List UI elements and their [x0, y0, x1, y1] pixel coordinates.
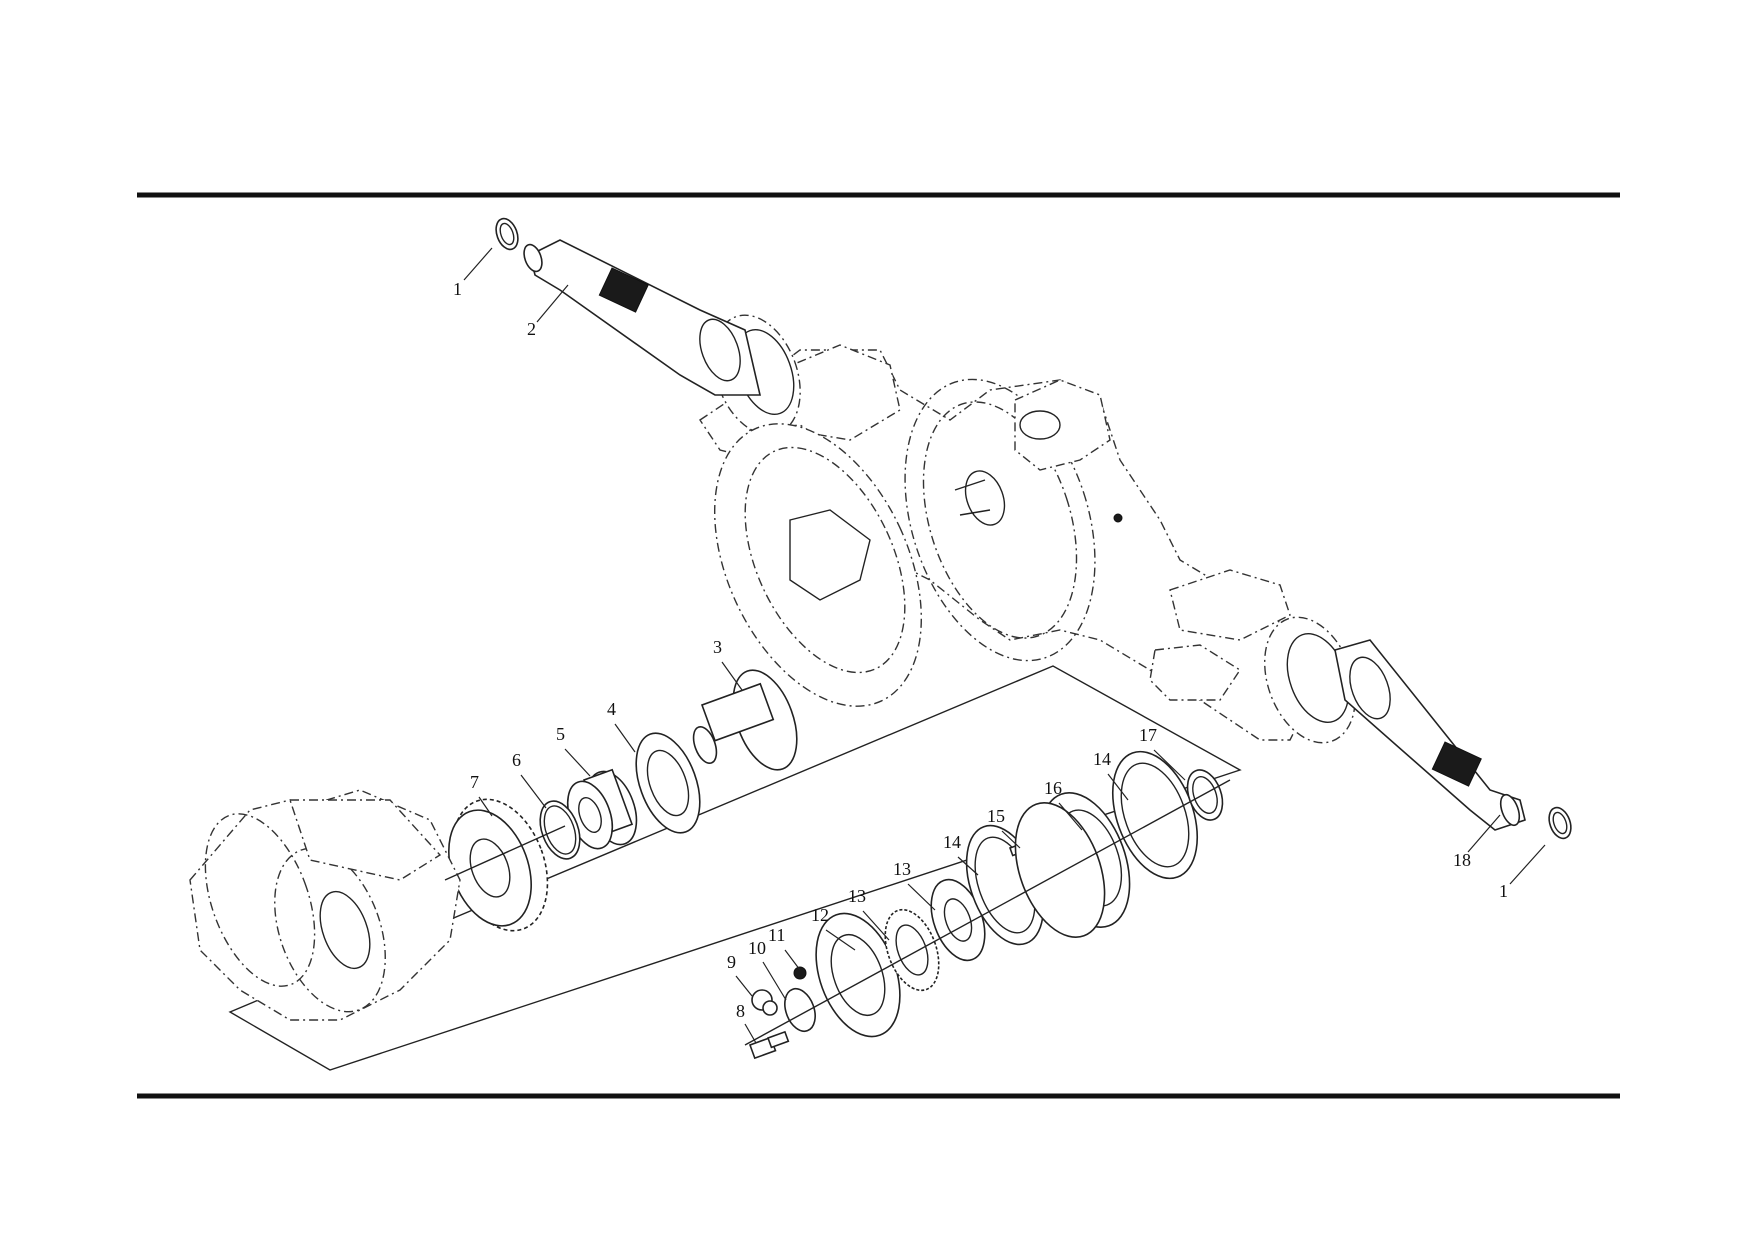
callout-label: 9 — [727, 952, 736, 972]
transfer-case — [189, 789, 461, 1021]
callout-leader — [463, 247, 493, 281]
right-axle-shaft — [1334, 639, 1526, 831]
callout-leader — [520, 774, 547, 809]
callout-leader — [957, 856, 979, 876]
hardware-row — [444, 750, 1231, 1060]
callout-label: 13 — [848, 886, 866, 906]
callout-leader — [1509, 844, 1546, 885]
callout-label: 14 — [943, 832, 961, 852]
callout-label: 2 — [527, 319, 536, 339]
callout-label: 18 — [1453, 850, 1471, 870]
callout-label: 7 — [470, 772, 479, 792]
callout-leader — [862, 910, 890, 941]
callout-leader — [478, 796, 493, 817]
callout-leader — [1058, 802, 1083, 831]
subassembly-frame — [228, 665, 1242, 1071]
callout-label: 4 — [607, 699, 616, 719]
callout-leader — [762, 961, 787, 1001]
pinion-gear — [692, 669, 798, 771]
callout-leader — [1467, 814, 1501, 853]
thrust-washer — [635, 732, 701, 834]
callout-label: 11 — [768, 925, 785, 945]
carrier-cover — [713, 423, 923, 707]
callout-label: 6 — [512, 750, 521, 770]
callout-leader — [1001, 830, 1021, 849]
callout-leader — [721, 661, 743, 691]
callout-leader — [536, 284, 569, 323]
callout-label: 17 — [1139, 725, 1157, 745]
seal-ring-right — [1548, 806, 1572, 840]
seal-ring-right-inner — [1552, 811, 1568, 835]
spur-gear — [448, 798, 549, 932]
callout-leader — [1107, 773, 1129, 801]
callout-leader — [735, 975, 753, 997]
callout-leader — [784, 949, 801, 971]
seal-ring-left — [495, 217, 519, 251]
callout-leader — [825, 929, 856, 951]
callout-label: 13 — [893, 859, 911, 879]
callout-label: 14 — [1093, 749, 1111, 769]
callout-leader — [744, 1023, 757, 1044]
callout-label: 16 — [1044, 778, 1062, 798]
callout-leader — [907, 883, 936, 911]
callout-label: 5 — [556, 724, 565, 744]
left-axle-shaft — [523, 239, 762, 396]
callout-leader — [614, 723, 636, 753]
callout-label: 12 — [811, 905, 829, 925]
callout-label: 15 — [987, 806, 1005, 826]
callout-label: 1 — [1499, 881, 1508, 901]
callout-label: 8 — [736, 1001, 745, 1021]
seal-ring-left-inner — [499, 222, 515, 246]
callout-label: 10 — [748, 938, 766, 958]
callout-label: 1 — [453, 279, 462, 299]
callout-label: 3 — [713, 637, 722, 657]
callout-leader — [564, 748, 591, 777]
callout-leader — [1153, 749, 1186, 781]
